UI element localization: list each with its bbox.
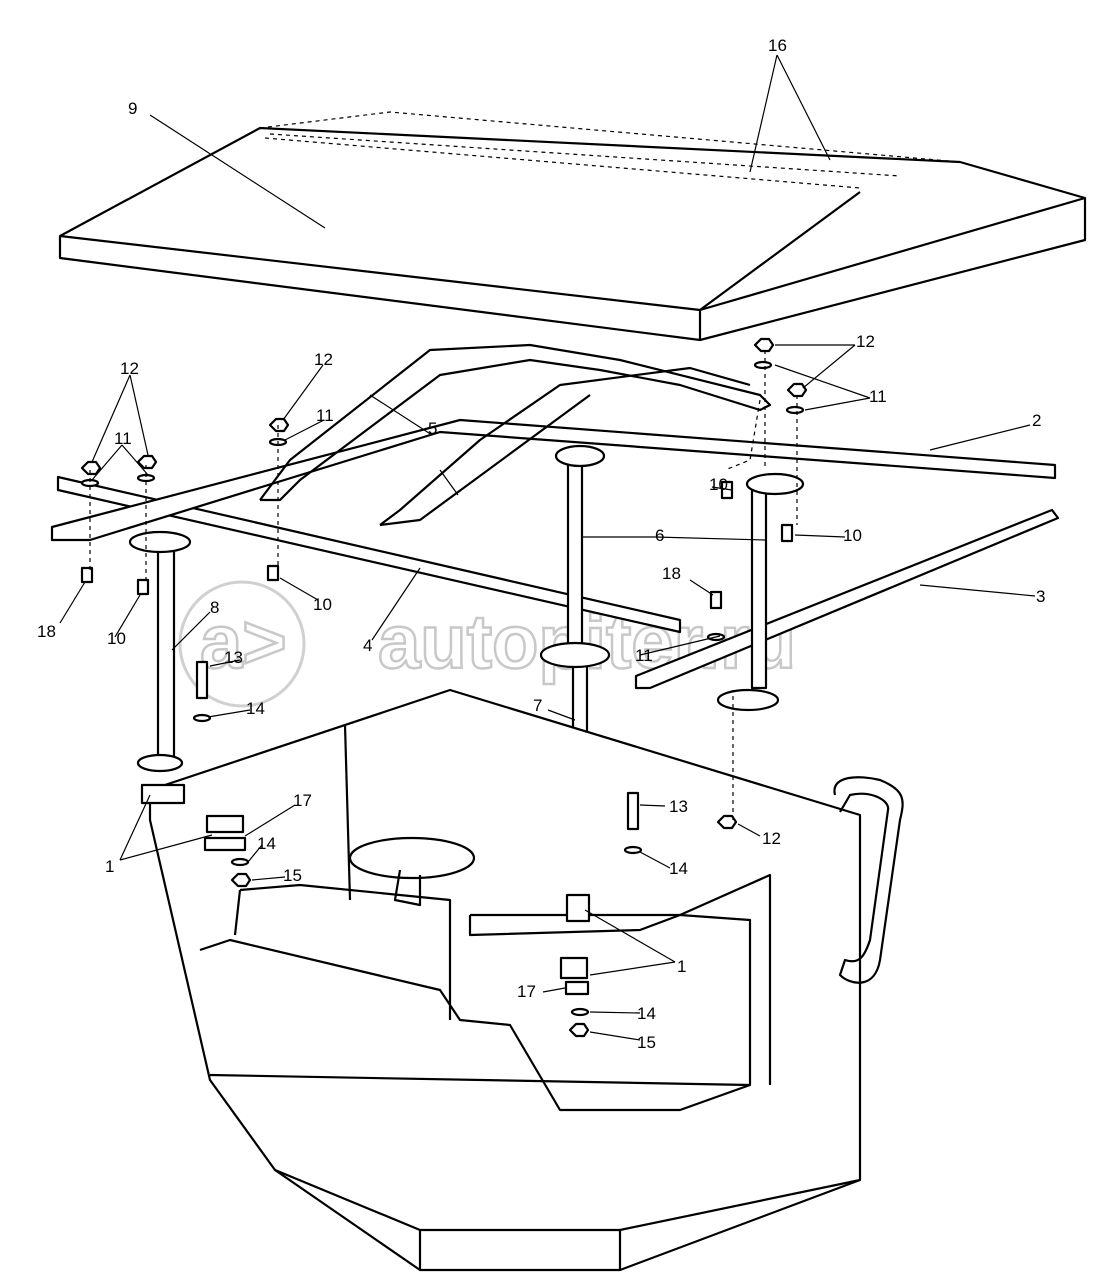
callout-12: 12: [120, 359, 139, 378]
leader-lines: [59, 54, 1036, 1041]
callout-11: 11: [635, 646, 653, 665]
callout-18: 18: [662, 564, 681, 583]
callout-1: 1: [105, 857, 114, 876]
callout-11: 11: [114, 429, 132, 448]
roof-canopy: [58, 111, 1087, 342]
callout-7: 7: [533, 696, 542, 715]
callout-15: 15: [637, 1033, 656, 1052]
callout-12: 12: [762, 829, 781, 848]
callout-12: 12: [314, 350, 333, 369]
callout-5: 5: [428, 419, 437, 438]
callout-1: 1: [677, 957, 686, 976]
callout-9: 9: [128, 99, 137, 118]
callout-10: 10: [843, 526, 862, 545]
callout-11: 11: [869, 387, 887, 406]
watermark: a> autopiter.ru: [178, 580, 797, 708]
callout-2: 2: [1032, 411, 1041, 430]
callout-10: 10: [313, 595, 332, 614]
callout-15: 15: [283, 866, 302, 885]
callout-17: 17: [517, 982, 536, 1001]
callout-10: 10: [107, 629, 126, 648]
callout-11: 11: [316, 406, 334, 425]
callout-labels: 16 9 12 11 12 11 5 12 11 2 10 6 10 18 3 …: [37, 36, 1045, 1052]
callout-4: 4: [363, 636, 372, 655]
callout-14: 14: [246, 699, 265, 718]
watermark-logo: a>: [200, 600, 287, 685]
callout-13: 13: [224, 648, 243, 667]
callout-6: 6: [655, 526, 664, 545]
callout-10: 10: [709, 475, 728, 494]
cab-body: [148, 688, 904, 1272]
callout-17: 17: [293, 791, 312, 810]
roof-frame: [50, 343, 1060, 690]
callout-8: 8: [210, 598, 219, 617]
callout-13: 13: [669, 797, 688, 816]
callout-16: 16: [768, 36, 787, 55]
callout-12: 12: [856, 332, 875, 351]
callout-14: 14: [637, 1004, 656, 1023]
fasteners: [80, 337, 808, 1038]
callout-14: 14: [257, 834, 276, 853]
callout-18: 18: [37, 622, 56, 641]
callout-14: 14: [669, 859, 688, 878]
callout-3: 3: [1036, 587, 1045, 606]
